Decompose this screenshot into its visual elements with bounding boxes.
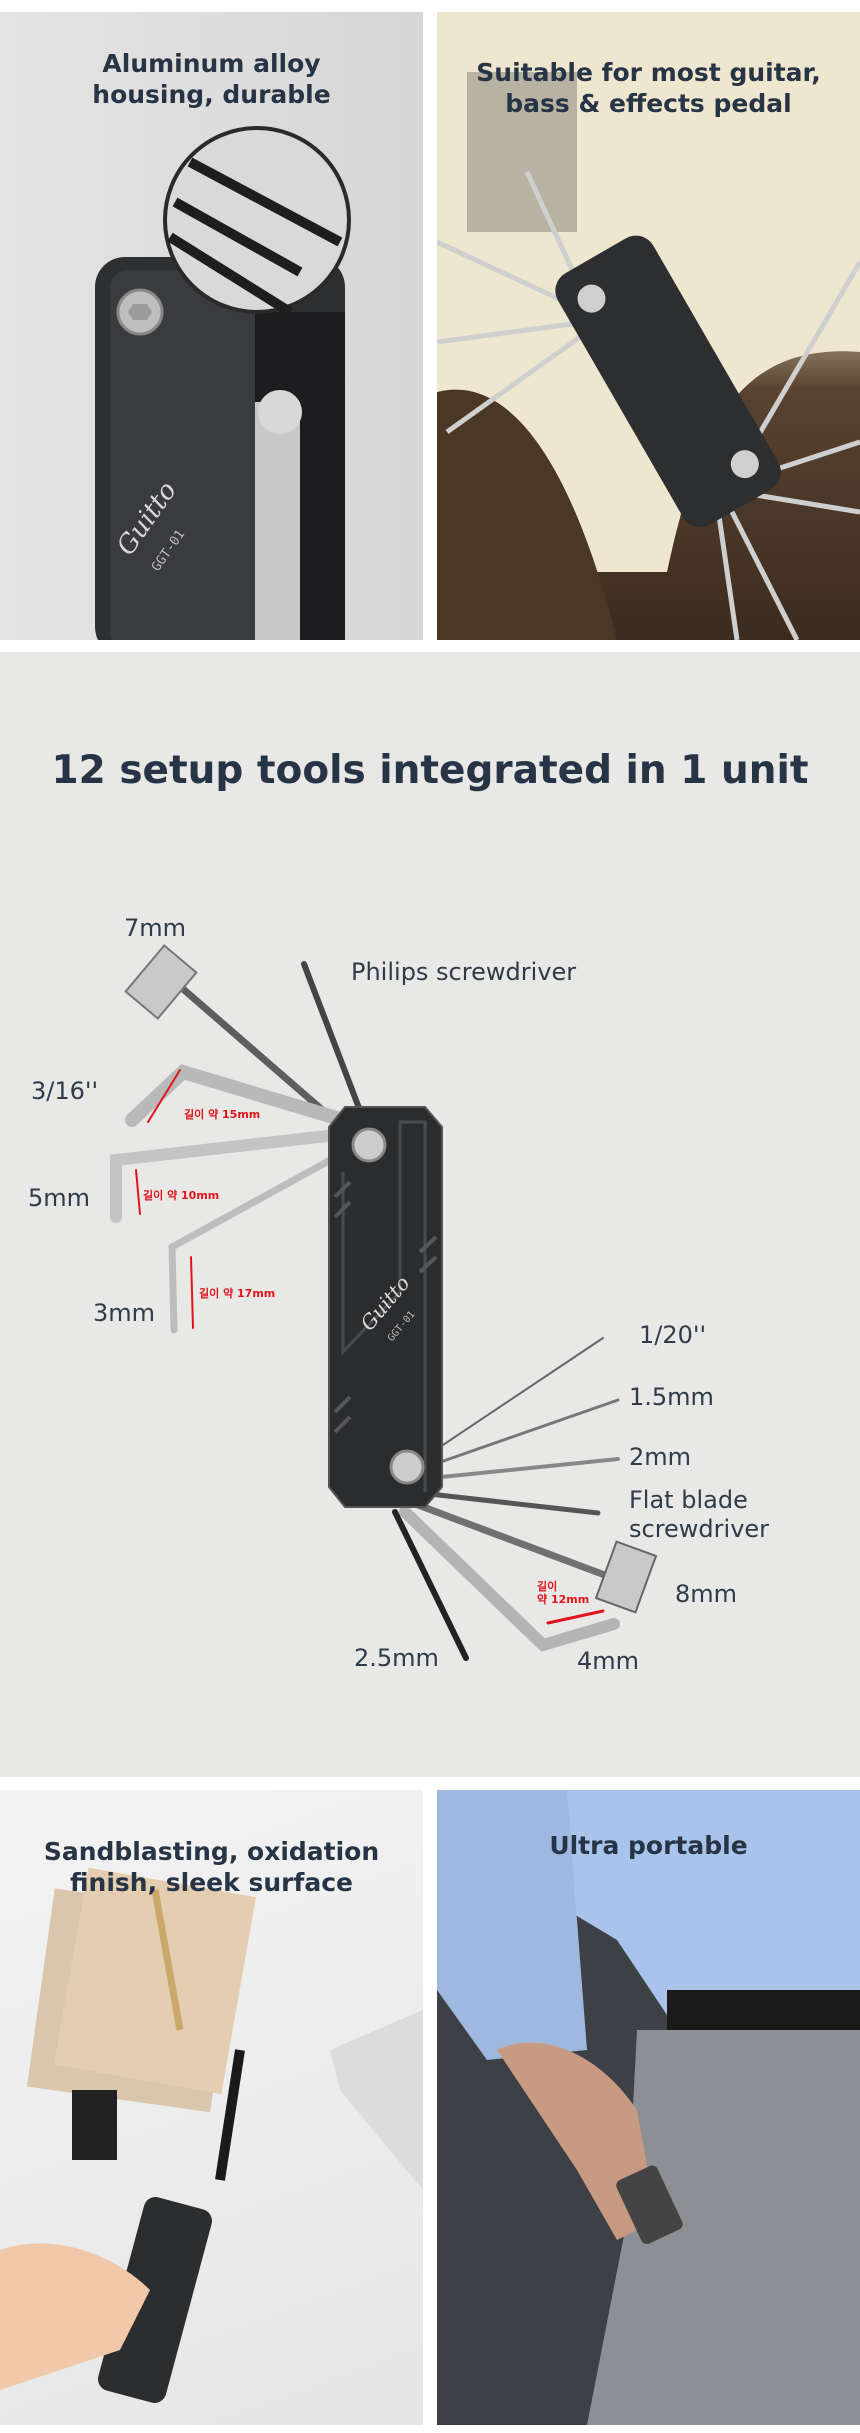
label-line: screwdriver [629,1515,770,1543]
tool-1-5mm [410,1398,620,1474]
label-flat-blade: Flat blade screwdriver [629,1486,769,1544]
panel-aluminum-housing: Guitto GGT-01 Aluminum alloy housing, du… [0,12,423,640]
multitool-diagram: Guitto GGT-01 [110,944,658,1661]
caption-line: Sandblasting, oxidation [43,1837,380,1866]
length-mark [147,1069,181,1123]
bottom-screw-icon [389,1449,425,1485]
caption-line: finish, sleek surface [70,1868,353,1897]
label-line: Flat blade [629,1486,748,1514]
top-screw-icon [351,1127,387,1163]
panel-guitar-use: Suitable for most guitar, bass & effects… [437,12,860,640]
note-line: 약 12mm [537,1593,590,1606]
tool-2-5mm [392,1509,469,1661]
label-5mm: 5mm [28,1184,91,1212]
tool-body: Guitto GGT-01 [328,1106,443,1508]
tools-diagram-section: 12 setup tools integrated in 1 unit [0,652,860,1777]
label-4mm: 4mm [577,1647,640,1675]
caption-line: Aluminum alloy [102,49,321,78]
length-note-17mm: 길이 약 17mm [199,1287,276,1300]
label-3mm: 3mm [93,1299,156,1327]
length-note-10mm: 길이 약 10mm [143,1189,220,1202]
guitar-photo-image [437,12,860,640]
tool-8mm-shaft [406,1498,614,1581]
section-title: 12 setup tools integrated in 1 unit [51,748,809,793]
label-1-5mm: 1.5mm [629,1383,714,1411]
label-philips-screwdriver: Philips screwdriver [351,958,577,986]
tool-3-16 [125,1064,357,1129]
label-2mm: 2mm [629,1443,692,1471]
length-note-12mm: 길이 약 12mm [537,1580,589,1606]
tool-5mm [110,1128,351,1223]
length-mark [190,1256,194,1329]
caption-ultra-portable: Ultra portable [549,1831,748,1860]
caption-aluminum: Aluminum alloy housing, durable [0,48,423,110]
label-2-5mm: 2.5mm [354,1644,439,1672]
tool-flat-blade [409,1489,601,1516]
note-line: 길이 [537,1580,558,1593]
tool-8mm-socket [594,1540,658,1614]
caption-line: Suitable for most guitar, [476,58,821,87]
tool-2mm [410,1457,620,1482]
tool-3mm [168,1148,349,1334]
label-7mm: 7mm [124,914,187,942]
pocket-photo-image [437,1790,860,2425]
label-8mm: 8mm [675,1580,738,1608]
panel-sandblasting-finish: Sandblasting, oxidation finish, sleek su… [0,1790,423,2425]
panel-ultra-portable: Ultra portable [437,1790,860,2425]
caption-line: housing, durable [92,80,331,109]
device-closeup-image: Guitto GGT-01 [95,126,351,640]
caption-line: bass & effects pedal [505,89,792,118]
caption-guitar: Suitable for most guitar, bass & effects… [437,57,860,119]
tool-4mm [399,1506,620,1652]
length-note-15mm: 길이 약 15mm [184,1108,261,1121]
length-mark [135,1169,141,1215]
label-3-16: 3/16'' [31,1077,99,1105]
label-1-20: 1/20'' [639,1321,707,1349]
length-mark [546,1609,605,1625]
caption-sandblasting: Sandblasting, oxidation finish, sleek su… [0,1836,423,1898]
tool-7mm-socket [124,944,198,1020]
desk-photo-image [0,1867,423,2403]
